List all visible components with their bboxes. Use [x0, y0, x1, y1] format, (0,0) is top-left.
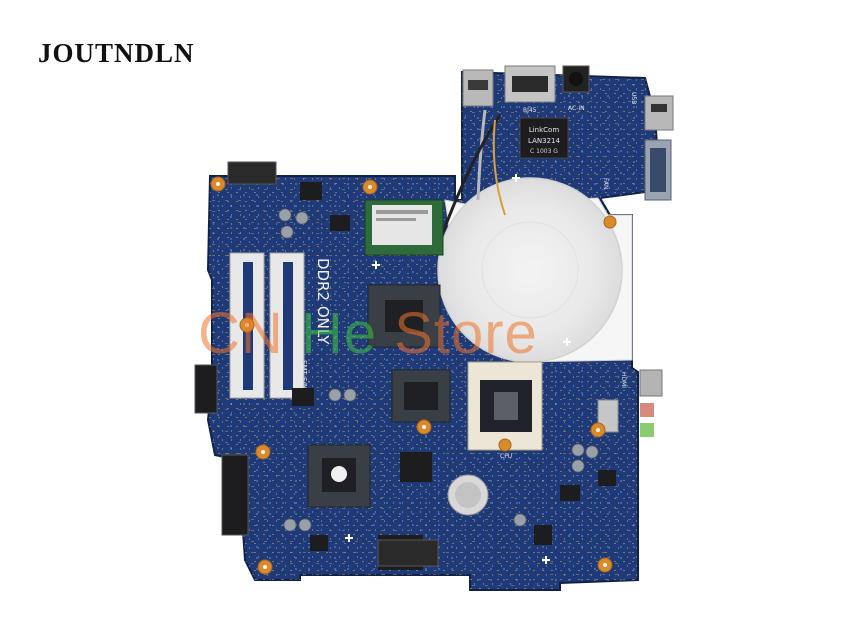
silk-cpu: CPU [500, 453, 512, 460]
lan-chip [519, 117, 569, 159]
lan-chip-code: C 1003 G [530, 148, 558, 155]
brand-logo-text: JOUTNDLN [38, 38, 195, 68]
watermark-part-3: Store [394, 301, 538, 366]
sata-connector [194, 364, 218, 414]
silk-ddr2: DDR2 ONLY [314, 258, 332, 345]
lan-chip-brand: LinkCom [529, 126, 560, 134]
silk-usb: USB [630, 92, 637, 104]
silk-serial: SMT S/N [300, 360, 308, 389]
silk-rj45: RJ45 [523, 107, 537, 114]
watermark: CN He Store [198, 300, 538, 367]
hdmi-port [639, 369, 663, 397]
usb-port-right [644, 95, 674, 131]
lan-chip-model: LAN3214 [528, 137, 560, 145]
silk-hdmi: HDMI [620, 372, 627, 388]
silk-fan: FAN [602, 178, 609, 190]
watermark-part-2: He [300, 301, 378, 366]
silk-acin: AC-IN [568, 105, 585, 112]
watermark-part-1: CN [198, 301, 284, 366]
